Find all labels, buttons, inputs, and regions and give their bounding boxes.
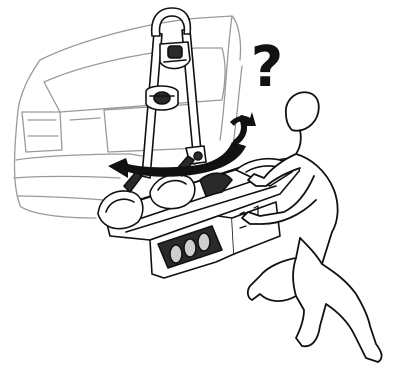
- carrier-mast: [142, 8, 206, 178]
- question-mark-icon: ?: [251, 35, 283, 100]
- rotate-arrow-icon: [108, 118, 246, 178]
